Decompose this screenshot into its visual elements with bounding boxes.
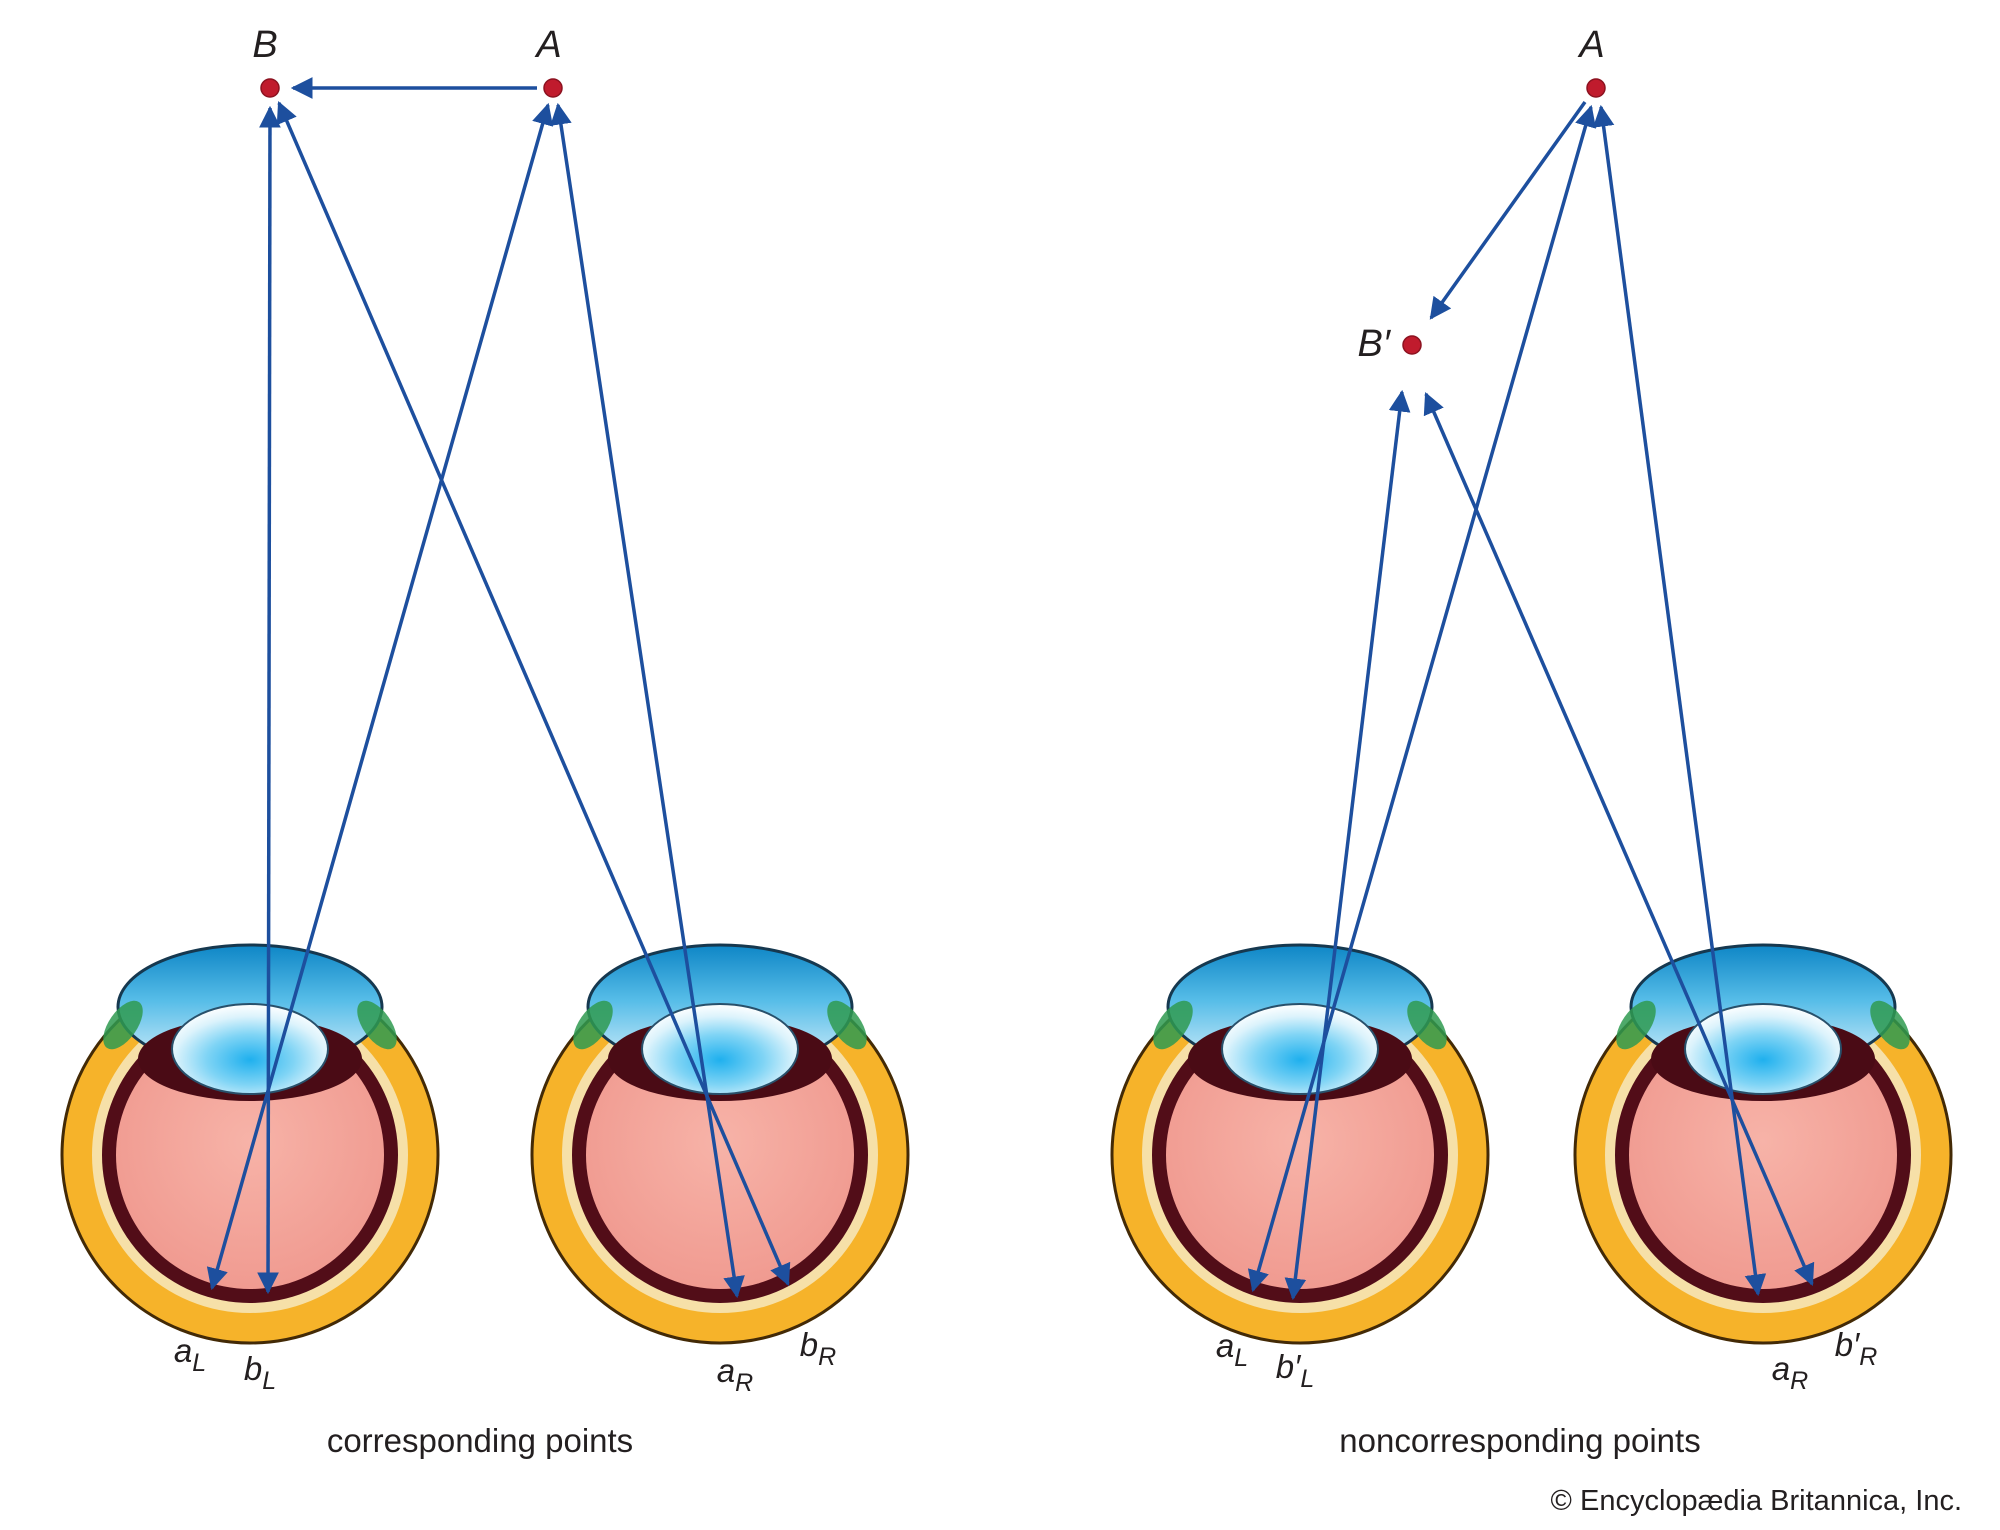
point-B-prime-dot bbox=[1402, 335, 1422, 355]
retina-label-aR-right-panel: aR bbox=[1772, 1350, 1808, 1395]
caption-noncorresponding-points: noncorresponding points bbox=[1339, 1422, 1700, 1459]
ray-B-prime-to-left-eye bbox=[1284, 389, 1411, 1301]
caption-corresponding-points: corresponding points bbox=[327, 1422, 633, 1459]
point-A-dot-right-panel bbox=[1586, 78, 1606, 98]
retina-label-aR-left-panel: aR bbox=[717, 1352, 753, 1397]
ray-B-prime-to-right-eye bbox=[1423, 392, 1815, 1286]
ray-A-to-right-eye bbox=[550, 102, 745, 1299]
retina-label-aL-right-panel: aL bbox=[1216, 1327, 1248, 1372]
copyright-notice: © Encyclopædia Britannica, Inc. bbox=[1551, 1485, 1962, 1517]
left-eye-left-panel bbox=[60, 943, 440, 1345]
retina-label-bR-left-panel: bR bbox=[800, 1326, 836, 1371]
point-A-label-right-panel: A bbox=[1577, 24, 1604, 66]
ray-B-to-left-eye bbox=[257, 105, 281, 1295]
right-eye-right-panel bbox=[1573, 943, 1953, 1345]
point-B-prime-label: B′ bbox=[1358, 323, 1392, 365]
point-B-label: B bbox=[252, 24, 277, 66]
retina-label-aL-left-panel: aL bbox=[174, 1332, 206, 1377]
point-A-label-left-panel: A bbox=[534, 24, 561, 66]
retina-label-b-prime-R-right-panel: b′R bbox=[1835, 1326, 1878, 1371]
panel-corresponding-points: B A aL bL aR bR corresponding points bbox=[60, 24, 910, 1459]
panel-noncorresponding-points: A B′ aL b′L aR b′R noncorresponding poin… bbox=[1110, 24, 1953, 1459]
arrow-A-to-B-prime bbox=[1429, 100, 1587, 320]
right-eye-left-panel bbox=[530, 943, 910, 1345]
retina-label-b-prime-L-right-panel: b′L bbox=[1276, 1348, 1314, 1393]
point-B-dot bbox=[260, 78, 280, 98]
left-eye-right-panel bbox=[1110, 943, 1490, 1345]
retina-label-bL-left-panel: bL bbox=[244, 1350, 276, 1395]
point-A-dot-left-panel bbox=[543, 78, 563, 98]
